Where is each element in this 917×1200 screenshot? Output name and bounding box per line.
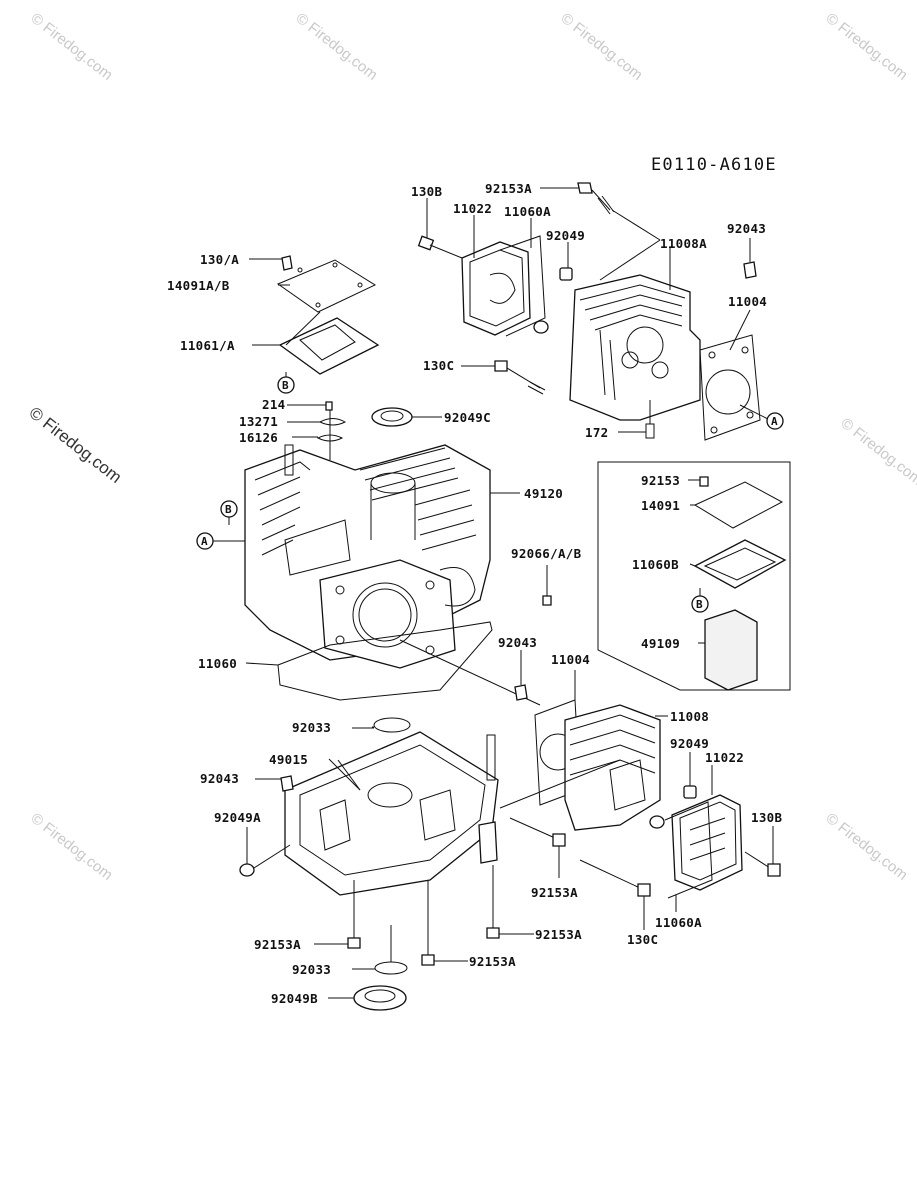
label-49109-box: 49109 bbox=[641, 636, 680, 651]
label-11008: 11008 bbox=[670, 709, 709, 724]
label-92049b: 92049B bbox=[271, 991, 318, 1006]
callout-b-left-top: B bbox=[277, 376, 295, 394]
label-92153-box: 92153 bbox=[641, 473, 680, 488]
watermark-7: © Firedog.com bbox=[823, 810, 911, 884]
watermarks: © Firedog.com © Firedog.com © Firedog.co… bbox=[26, 10, 917, 884]
label-11022-top: 11022 bbox=[453, 201, 492, 216]
label-11004-mid: 11004 bbox=[551, 652, 590, 667]
label-13271: 13271 bbox=[239, 414, 278, 429]
callout-b-left-mid-label: B bbox=[225, 503, 232, 516]
label-92033-bottom: 92033 bbox=[292, 962, 331, 977]
label-14091-box: 14091 bbox=[641, 498, 680, 513]
callout-b-left-top-label: B bbox=[282, 379, 289, 392]
label-92066ab: 92066/A/B bbox=[511, 546, 582, 561]
label-49120: 49120 bbox=[524, 486, 563, 501]
label-11022-right: 11022 bbox=[705, 750, 744, 765]
label-130b-top: 130B bbox=[411, 184, 442, 199]
callout-a-left-label: A bbox=[201, 535, 208, 548]
diagram-code: E0110-A610E bbox=[651, 155, 777, 175]
top-left-cover-group bbox=[249, 255, 380, 378]
label-11004-top: 11004 bbox=[728, 294, 767, 309]
top-head-group bbox=[417, 182, 761, 441]
label-172: 172 bbox=[585, 425, 608, 440]
callout-b-left-mid: B bbox=[220, 500, 238, 525]
lower-head-group bbox=[499, 650, 781, 930]
label-92049-right: 92049 bbox=[670, 736, 709, 751]
label-92043-mid: 92043 bbox=[498, 635, 537, 650]
watermark-2: © Firedog.com bbox=[293, 10, 381, 84]
label-130c-top: 130C bbox=[423, 358, 454, 373]
callout-b-inset-label: B bbox=[696, 598, 703, 611]
callout-a-top: A bbox=[739, 404, 784, 430]
label-92049c: 92049C bbox=[444, 410, 491, 425]
callout-a-left: A bbox=[196, 532, 245, 550]
label-92153a-mid: 92153A bbox=[531, 885, 578, 900]
label-92043-top: 92043 bbox=[727, 221, 766, 236]
label-130b-right: 130B bbox=[751, 810, 782, 825]
leader-lines bbox=[314, 727, 534, 970]
label-11060a-top: 11060A bbox=[504, 204, 551, 219]
label-16126: 16126 bbox=[239, 430, 278, 445]
watermark-1: © Firedog.com bbox=[28, 10, 116, 84]
watermark-4: © Firedog.com bbox=[823, 10, 911, 84]
part-labels: 130B 92153A 11022 11060A 92049 11008A 92… bbox=[167, 181, 782, 1006]
label-92049a: 92049A bbox=[214, 810, 261, 825]
label-130c-bottom: 130C bbox=[627, 932, 658, 947]
label-92049-top: 92049 bbox=[546, 228, 585, 243]
label-92153a-center: 92153A bbox=[535, 927, 582, 942]
label-11060: 11060 bbox=[198, 656, 237, 671]
crankcase-group bbox=[244, 401, 552, 706]
label-92043-left: 92043 bbox=[200, 771, 239, 786]
watermark-3: © Firedog.com bbox=[558, 10, 646, 84]
watermark-5: © Firedog.com bbox=[838, 415, 917, 489]
label-130a: 130/A bbox=[200, 252, 239, 267]
label-14091ab: 14091A/B bbox=[167, 278, 230, 293]
label-49015: 49015 bbox=[269, 752, 308, 767]
label-11061a: 11061/A bbox=[180, 338, 235, 353]
label-11008a: 11008A bbox=[660, 236, 707, 251]
callout-a-top-label: A bbox=[771, 415, 778, 428]
label-11060b-box: 11060B bbox=[632, 557, 679, 572]
watermark-6: © Firedog.com bbox=[28, 810, 116, 884]
inset-box: B bbox=[597, 461, 791, 691]
bottom-cover-group bbox=[239, 717, 500, 1011]
label-92153a-bottom: 92153A bbox=[469, 954, 516, 969]
side-watermark: © Firedog.com bbox=[26, 403, 126, 487]
label-214: 214 bbox=[262, 397, 285, 412]
label-92033-top: 92033 bbox=[292, 720, 331, 735]
label-11060a-bottom: 11060A bbox=[655, 915, 702, 930]
label-92153a-left: 92153A bbox=[254, 937, 301, 952]
label-92153a-top: 92153A bbox=[485, 181, 532, 196]
